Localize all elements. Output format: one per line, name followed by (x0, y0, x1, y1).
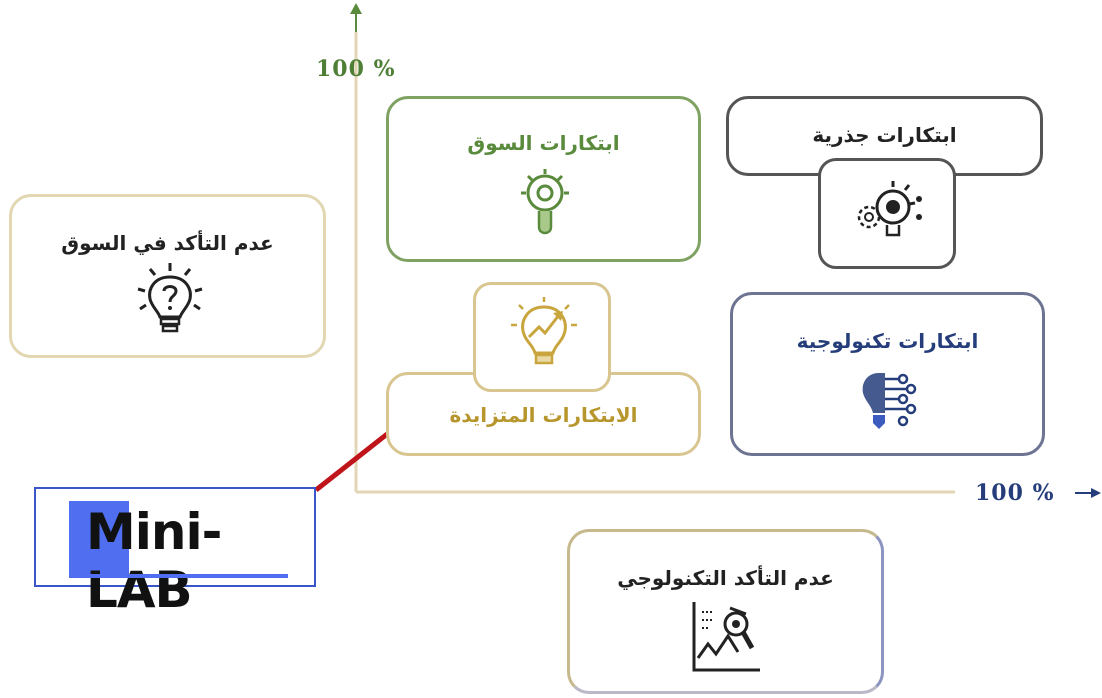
gear-lightbulb-icon (521, 169, 569, 235)
incremental-icon-box (473, 282, 611, 392)
market-innovations-box: ابتكارات السوق (386, 96, 701, 262)
logo-m-block (69, 501, 129, 575)
incremental-innovations-title: الابتكارات المتزايدة (449, 403, 638, 427)
x-axis-arrow (1075, 488, 1101, 498)
chart-analysis-icon (692, 602, 760, 672)
circuit-lightbulb-icon (862, 373, 917, 429)
technological-innovations-box: ابتكارات تكنولوجية (730, 292, 1045, 456)
y-axis-arrow (350, 3, 362, 32)
y-axis-label: 100 % (316, 56, 396, 82)
growth-lightbulb-icon (511, 297, 577, 365)
mini-lab-logo: Mini-LAB (34, 487, 316, 619)
tech-uncertainty-box: عدم التأكد التكنولوجي (567, 529, 884, 694)
logo-underline (69, 574, 288, 578)
market-uncertainty-box: عدم التأكد في السوق (9, 194, 326, 358)
technological-innovations-title: ابتكارات تكنولوجية (796, 329, 979, 353)
radical-icon-box (818, 158, 956, 269)
market-innovations-title: ابتكارات السوق (467, 131, 620, 155)
question-lightbulb-icon (137, 263, 203, 333)
radical-innovations-title: ابتكارات جذرية (812, 123, 957, 147)
logo-text: Mini-LAB (86, 503, 222, 619)
gears-lightbulb-icon (857, 181, 922, 237)
x-axis-label: 100 % (975, 480, 1055, 506)
tech-uncertainty-title: عدم التأكد التكنولوجي (617, 566, 834, 590)
market-uncertainty-title: عدم التأكد في السوق (61, 231, 274, 255)
